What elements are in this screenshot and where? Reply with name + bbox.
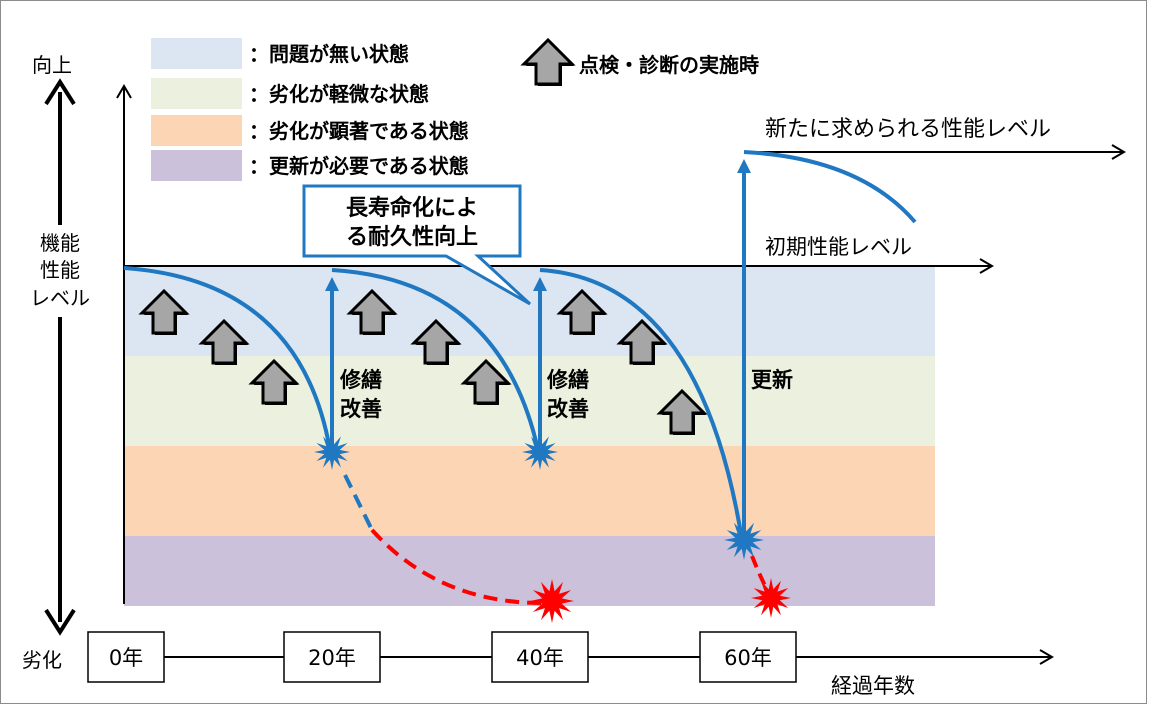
band-minor-deterioration: [124, 356, 935, 446]
legend-swatch-significant: [151, 115, 242, 146]
failure-burst-icon: [751, 578, 791, 618]
inspection-arrow-icon: [460, 358, 512, 405]
repair-label-40-line1: 修繕: [546, 368, 589, 392]
deterioration-curve-1: [123, 266, 332, 451]
y-label-line-2: 性能: [40, 258, 80, 282]
axis-bottom-label: 劣化: [22, 648, 62, 672]
legend-swatch-minor: [151, 78, 242, 109]
longevity-callout: 長寿命化によ る耐久性向上: [302, 184, 532, 306]
dashed-failure-path: [370, 528, 549, 606]
damage-burst-icon: [522, 434, 558, 470]
band-significant-deterioration: [124, 446, 935, 536]
year-label-40: 40年: [516, 646, 564, 670]
year-label-20: 20年: [308, 646, 356, 670]
deterioration-curve-3: [539, 268, 744, 541]
y-label-line-3: レベル: [30, 286, 90, 310]
legend-inspection-arrow-icon: [520, 37, 576, 86]
inspection-arrows: [138, 288, 708, 435]
damage-burst-icon: [314, 434, 350, 470]
deterioration-curve-2: [331, 268, 540, 451]
repair-label-40-line2: 改善: [547, 397, 589, 421]
legend-inspection-label: 点検・診断の実施時: [579, 53, 759, 77]
band-renewal-needed: [124, 536, 935, 606]
repair-label-20-line2: 改善: [340, 397, 382, 421]
failure-burst-icon: [530, 579, 574, 623]
new-level-label: 新たに求められる性能レベル: [765, 117, 1051, 142]
inspection-arrow-icon: [616, 318, 668, 365]
legend-label-significant: ：劣化が顕著である状態: [249, 119, 469, 143]
band-no-problem: [124, 266, 935, 356]
legend-swatch-renewal: [151, 150, 242, 181]
inspection-arrow-icon: [138, 288, 190, 335]
initial-level-label: 初期性能レベル: [765, 235, 912, 259]
dashed-continuation-blue: [343, 474, 374, 531]
inspection-arrow-icon: [198, 318, 250, 365]
y-label-line-1: 機能: [40, 231, 80, 255]
renewal-label: 更新: [751, 368, 793, 392]
damage-burst-icon: [724, 520, 764, 560]
inspection-arrow-icon: [248, 358, 300, 405]
legend-label-minor: ：劣化が軽微な状態: [249, 82, 429, 106]
callout-line-1: 長寿命化によ: [346, 195, 478, 221]
failure-markers: [314, 434, 791, 623]
inspection-arrow-icon: [656, 388, 708, 435]
legend-label-renewal: ：更新が必要である状態: [249, 154, 469, 178]
year-label-0: 0年: [109, 646, 143, 670]
legend-swatch-no-problem: [151, 38, 242, 69]
repair-label-20-line1: 修繕: [339, 368, 382, 392]
x-axis-label: 経過年数: [831, 674, 915, 698]
inspection-arrow-icon: [556, 288, 608, 335]
callout-line-2: る耐久性向上: [346, 224, 478, 250]
year-box-60: [699, 631, 797, 683]
year-box-0: [87, 631, 165, 683]
year-label-60: 60年: [724, 646, 772, 670]
axis-top-label: 向上: [32, 53, 72, 77]
year-box-20: [283, 631, 381, 683]
inspection-arrow-icon: [410, 318, 462, 365]
inspection-arrow-icon: [346, 288, 398, 335]
year-box-40: [491, 631, 589, 683]
new-level-curve: [743, 150, 917, 224]
legend-label-no-problem: ：問題が無い状態: [249, 42, 409, 66]
